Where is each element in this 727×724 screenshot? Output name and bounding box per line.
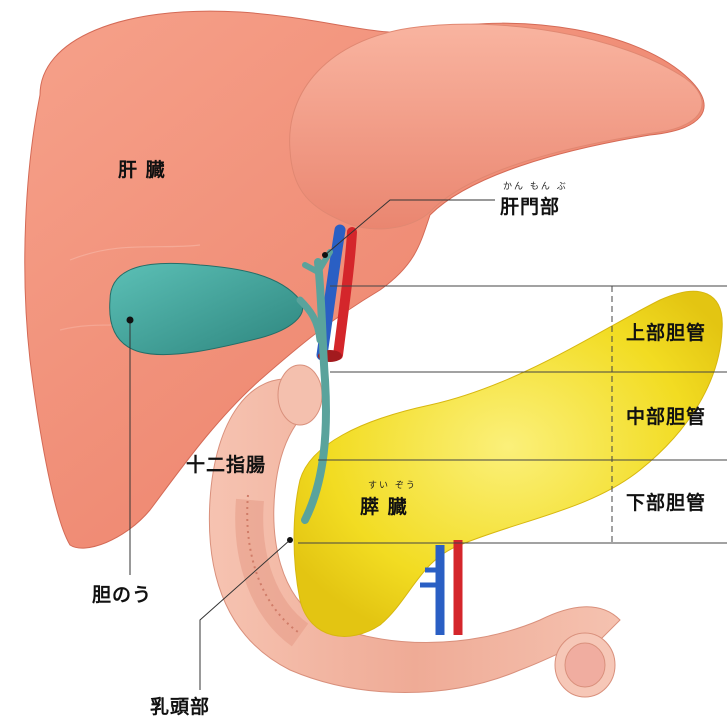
upper-duct-label: 上部胆管 [626, 318, 706, 345]
papilla-label: 乳頭部 [150, 692, 210, 719]
pancreas-label: 膵 臓 [360, 492, 408, 519]
hilum-ruby: かん もん ぶ [503, 179, 568, 192]
duodenum-label: 十二指腸 [186, 450, 266, 477]
gallbladder-label: 胆のう [92, 580, 152, 607]
pancreas-ruby: すい ぞう [368, 478, 417, 491]
middle-duct-label: 中部胆管 [626, 402, 706, 429]
hilum-label: 肝門部 [500, 192, 560, 219]
liver-label: 肝 臓 [118, 155, 166, 182]
lower-duct-label: 下部胆管 [626, 488, 706, 515]
